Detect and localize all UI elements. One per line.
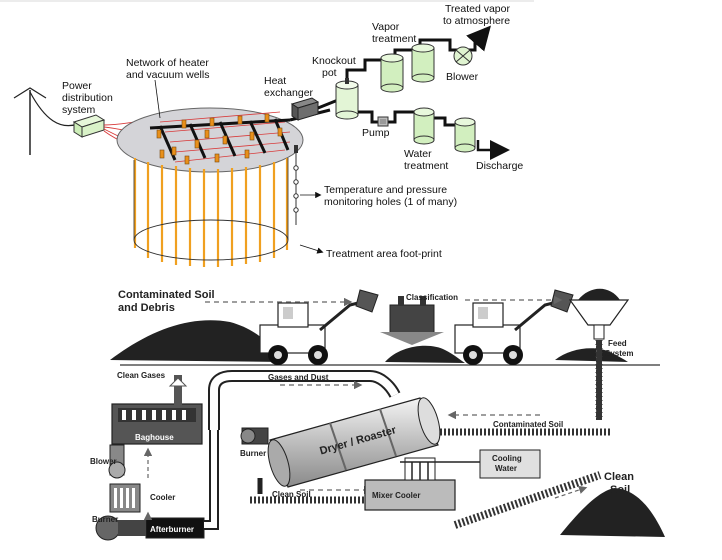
gases-dust-label: Gases and Dust [268, 373, 329, 382]
clean-soil-pile [560, 488, 665, 537]
bottom-diagram: Contaminated Soil and Debris Classificat… [90, 288, 665, 541]
discharge-label: Discharge [476, 160, 523, 172]
power-pole-icon [13, 87, 79, 155]
baghouse-label: Baghouse [135, 433, 174, 442]
top-diagram: Power distribution system Network of hea… [0, 0, 534, 272]
monitoring-hole [293, 145, 299, 225]
cooler-label: Cooler [150, 493, 175, 502]
knockout-pot [335, 78, 359, 120]
burner-afterburner-label: Burner [92, 515, 118, 524]
water-treatment-tanks [413, 107, 476, 153]
blower-bottom-label: Blower [90, 457, 117, 466]
rotary-dryer [267, 397, 441, 488]
mixer-cooler [364, 457, 480, 511]
cooling-water-label: Cooling Water [492, 454, 524, 473]
clean-soil-belt-label: Clean Soil [272, 490, 311, 499]
leader-lines [154, 79, 324, 254]
heat-exchanger-label: Heat exchanger [264, 75, 314, 99]
classifier-hopper [380, 296, 444, 345]
afterburner-label: Afterburner [150, 525, 194, 534]
dryer-burner [240, 427, 269, 445]
power-distribution-label: Power distribution system [62, 80, 116, 116]
mixer-cooler-label: Mixer Cooler [372, 491, 420, 500]
feed-system-label: Feed System [605, 339, 633, 358]
contaminated-soil-pile [110, 320, 285, 362]
contaminated-soil-conveyor-label: Contaminated Soil [493, 420, 563, 429]
afterburner-train [95, 444, 205, 541]
baghouse [111, 403, 203, 445]
contaminated-soil-label: Contaminated Soil and Debris [118, 289, 218, 314]
network-wells-label: Network of heater and vacuum wells [126, 57, 212, 81]
vapor-treatment-label: Vapor treatment [372, 21, 416, 45]
pump-icon [377, 116, 389, 127]
outfeed-conveyor [453, 471, 602, 529]
clean-soil-pile-label: Clean Soil [604, 471, 637, 496]
blower-label: Blower [446, 71, 479, 83]
classification-label: Classification [406, 293, 458, 302]
flow-arrows-top [205, 295, 563, 307]
heat-exchanger [290, 97, 320, 121]
front-loader-1 [259, 289, 379, 365]
power-distribution-box [72, 114, 106, 138]
front-loader-2 [454, 289, 574, 365]
monitoring-holes-label: Temperature and pressure monitoring hole… [324, 184, 457, 208]
well-heads [156, 113, 283, 165]
knockout-pot-label: Knockout pot [312, 55, 359, 79]
feed-hopper [568, 288, 630, 340]
subsurface-wells [133, 158, 289, 267]
vapor-treatment-tanks [380, 43, 435, 93]
clean-gases-label: Clean Gases [117, 371, 166, 380]
burner-dryer-label: Burner [240, 449, 266, 458]
pump-label: Pump [362, 127, 390, 139]
treated-vapor-label: Treated vapor to atmosphere [443, 3, 513, 27]
discharge-arrow [476, 140, 510, 160]
water-treatment-label: Water treatment [404, 148, 448, 172]
vapor-outlet-arrow [466, 25, 491, 52]
footprint-label: Treatment area foot-print [326, 248, 442, 260]
cooling-water-tank [479, 449, 541, 479]
classified-soil-pile [385, 345, 465, 363]
blower-icon [453, 46, 473, 66]
